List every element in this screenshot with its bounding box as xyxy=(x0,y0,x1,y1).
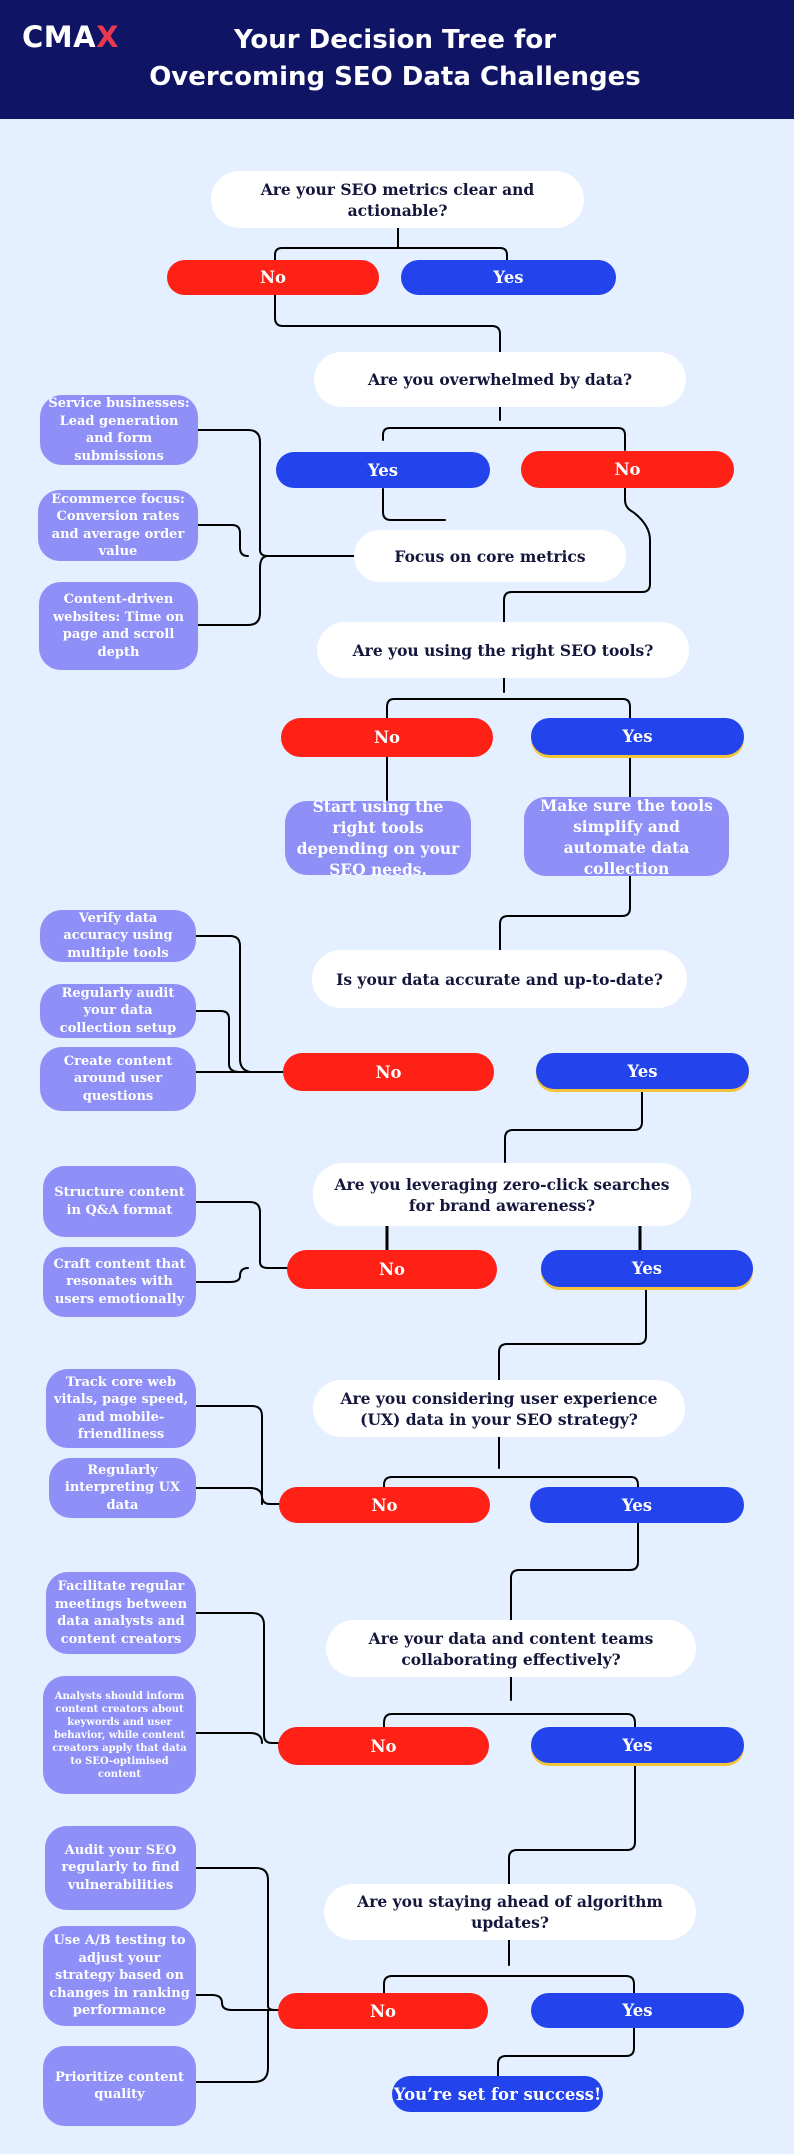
tip-regular-meetings: Facilitate regular meetings between data… xyxy=(46,1572,196,1654)
question-metrics-clear: Are your SEO metrics clear and actionabl… xyxy=(211,171,584,228)
question-data-accurate: Is your data accurate and up-to-date? xyxy=(312,950,687,1008)
tip-verify-accuracy: Verify data accuracy using multiple tool… xyxy=(40,910,196,962)
tip-start-right-tools: Start using the right tools depending on… xyxy=(285,797,471,879)
tip-audit-setup: Regularly audit your data collection set… xyxy=(40,984,196,1038)
tip-ecommerce-focus: Ecommerce focus: Conversion rates and av… xyxy=(38,490,198,561)
q8-no-button[interactable]: No xyxy=(278,1993,488,2029)
q1-no-button[interactable]: No xyxy=(167,260,379,295)
tip-simplify-automate: Make sure the tools simplify and automat… xyxy=(524,796,729,878)
q6-no-button[interactable]: No xyxy=(279,1487,490,1523)
question-zero-click: Are you leveraging zero-click searches f… xyxy=(313,1163,691,1226)
title-line-2: Overcoming SEO Data Challenges xyxy=(149,62,641,92)
cmax-logo[interactable]: CMAX xyxy=(22,20,119,54)
tip-prioritize-quality: Prioritize content quality xyxy=(43,2046,196,2126)
q3-yes-button[interactable]: Yes xyxy=(531,718,744,755)
q4-yes-button[interactable]: Yes xyxy=(536,1053,749,1089)
tip-audit-seo: Audit your SEO regularly to find vulnera… xyxy=(45,1826,196,1910)
question-right-tools: Are you using the right SEO tools? xyxy=(317,622,689,678)
q6-yes-button[interactable]: Yes xyxy=(530,1487,744,1523)
q5-no-button[interactable]: No xyxy=(287,1250,497,1289)
q1-yes-button[interactable]: Yes xyxy=(401,260,616,295)
tip-analysts-inform: Analysts should inform content creators … xyxy=(43,1676,196,1794)
header-banner: CMAX Your Decision Tree for Overcoming S… xyxy=(0,0,794,119)
focus-core-metrics: Focus on core metrics xyxy=(354,530,626,582)
page-title: Your Decision Tree for Overcoming SEO Da… xyxy=(90,22,700,96)
q5-yes-button[interactable]: Yes xyxy=(541,1250,753,1287)
tip-structure-qa: Structure content in Q&A format xyxy=(43,1166,196,1237)
q8-yes-button[interactable]: Yes xyxy=(531,1993,744,2028)
question-algorithm-updates: Are you staying ahead of algorithm updat… xyxy=(324,1884,696,1940)
tip-content-driven: Content-driven websites: Time on page an… xyxy=(39,582,198,670)
logo-accent: X xyxy=(96,20,119,54)
q4-no-button[interactable]: No xyxy=(283,1053,494,1091)
logo-text: CMA xyxy=(22,20,97,54)
tip-track-vitals: Track core web vitals, page speed, and m… xyxy=(46,1369,196,1448)
title-line-1: Your Decision Tree for xyxy=(233,25,557,55)
question-overwhelmed: Are you overwhelmed by data? xyxy=(314,352,686,407)
tip-ab-testing: Use A/B testing to adjust your strategy … xyxy=(43,1926,196,2026)
final-success-badge: You’re set for success! xyxy=(392,2076,603,2112)
tip-interpret-ux: Regularly interpreting UX data xyxy=(49,1458,196,1518)
q2-yes-button[interactable]: Yes xyxy=(276,452,490,488)
tip-service-businesses: Service businesses: Lead generation and … xyxy=(40,395,198,465)
tip-create-content: Create content around user questions xyxy=(40,1047,196,1111)
question-ux-data: Are you considering user experience (UX)… xyxy=(313,1380,685,1437)
tip-craft-emotional: Craft content that resonates with users … xyxy=(43,1247,196,1317)
q7-yes-button[interactable]: Yes xyxy=(531,1727,744,1763)
q2-no-button[interactable]: No xyxy=(521,451,734,488)
question-teams-collaborating: Are your data and content teams collabor… xyxy=(326,1620,696,1677)
q7-no-button[interactable]: No xyxy=(278,1727,489,1765)
q3-no-button[interactable]: No xyxy=(281,718,493,757)
